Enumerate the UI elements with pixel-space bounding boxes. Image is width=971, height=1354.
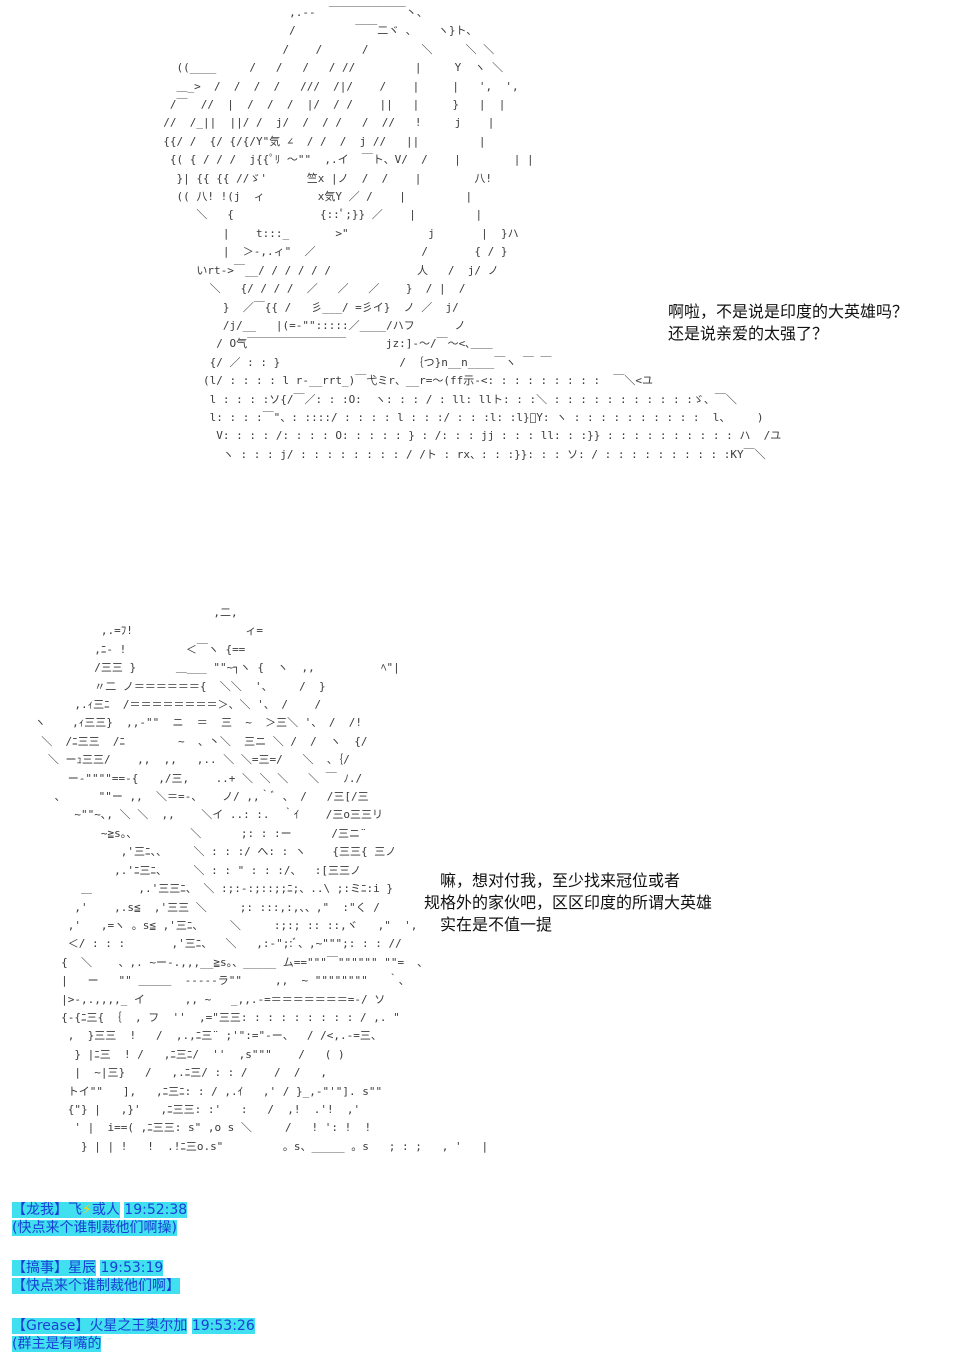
message-text: 【快点来个谁制裁他们啊】: [12, 1278, 180, 1294]
ascii-art-character-bottom: ,二, ,.=ﾌ! ィ= ,ﾆ‐ ! ＜￣ヽ {== /三三 } ＿___ ""…: [34, 606, 489, 1153]
speech-text-bottom: 嘛，想对付我，至少找来冠位或者 规格外的家伙吧，区区印度的所谓大英雄 实在是不值…: [424, 871, 713, 934]
chat-message-1: 【龙我】飞⚡或人 19:52:38 (快点来个谁制裁他们啊操): [12, 1201, 188, 1237]
chat-message-2: 【搞事】星辰 19:53:19 【快点来个谁制裁他们啊】: [12, 1259, 180, 1295]
user-tag: 【龙我】: [12, 1202, 68, 1218]
username: 火星之王奥尔加: [89, 1318, 188, 1334]
chat-message-3: 【Grease】火星之王奥尔加 19:53:26 (群主是有嘴的: [12, 1317, 255, 1353]
message-text: (快点来个谁制裁他们啊操): [12, 1220, 177, 1236]
user-tag: 【搞事】: [12, 1260, 68, 1276]
chat-header: 【搞事】星辰 19:53:19: [12, 1259, 180, 1277]
chat-body: (快点来个谁制裁他们啊操): [12, 1219, 187, 1237]
chat-body: 【快点来个谁制裁他们啊】: [12, 1277, 180, 1295]
chat-body: (群主是有嘴的: [12, 1335, 255, 1353]
lightning-bolt-icon: ⚡: [82, 1202, 92, 1218]
chat-header: 【龙我】飞⚡或人 19:52:38: [12, 1201, 188, 1219]
timestamp: 19:53:26: [191, 1318, 255, 1334]
message-text: (群主是有嘴的: [12, 1336, 102, 1352]
user-tag: 【Grease】: [12, 1318, 90, 1334]
chat-header: 【Grease】火星之王奥尔加 19:53:26: [12, 1317, 255, 1335]
speech-text-top: 啊啦，不是说是印度的大英雄吗？ 还是说亲爱的太强了？: [668, 302, 909, 343]
username: 星辰: [68, 1260, 96, 1276]
timestamp: 19:52:38: [124, 1202, 188, 1218]
timestamp: 19:53:19: [100, 1260, 164, 1276]
username: 飞⚡或人: [68, 1202, 120, 1218]
ascii-art-character-top: ,.-‐ ￣￣￣￣￣￣￣丶、 / ￣￣二ヾ ､ ヽ}ト､ / / / ＼ ＼ ＼…: [163, 6, 782, 461]
